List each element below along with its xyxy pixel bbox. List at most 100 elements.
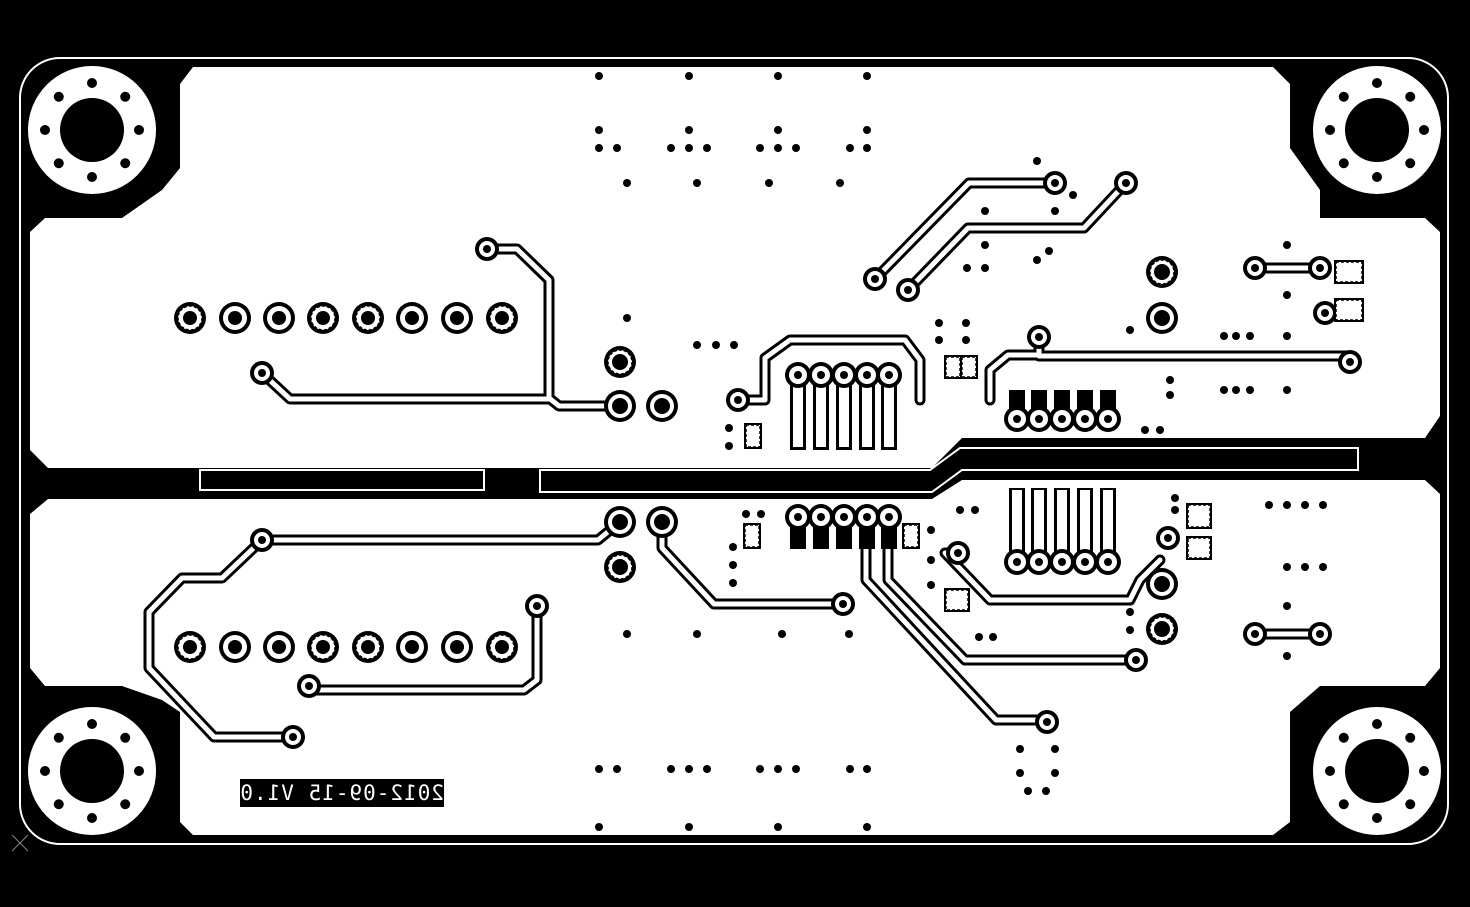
pad-hole (258, 536, 266, 544)
pad-hole (654, 398, 670, 414)
pad-hole (1058, 558, 1066, 566)
via (927, 556, 935, 564)
mounting-via (120, 158, 131, 169)
pad-hole (272, 640, 286, 654)
mounting-via (53, 799, 64, 810)
via (623, 179, 631, 187)
trace-copper (306, 603, 540, 693)
pad-hole (612, 559, 628, 575)
mounting-via (40, 766, 50, 776)
via (1126, 326, 1134, 334)
pad-hole (1154, 310, 1170, 326)
smd-pad (1057, 490, 1067, 560)
pad-hole (885, 371, 893, 379)
smd-pad (1187, 504, 1211, 528)
via (863, 823, 871, 831)
via (1171, 506, 1179, 514)
via (792, 765, 800, 773)
via (1042, 787, 1050, 795)
pad-hole (1104, 415, 1112, 423)
silkscreen-date-version: 2012-09-15 V1.0 (240, 779, 444, 807)
pad-hole (316, 311, 330, 325)
mounting-via (1405, 732, 1416, 743)
mounting-via (1372, 172, 1382, 182)
pad-hole (1035, 558, 1043, 566)
via (685, 765, 693, 773)
via (623, 630, 631, 638)
via (1246, 386, 1254, 394)
pad-hole (1316, 630, 1324, 638)
via (742, 510, 750, 518)
via (846, 144, 854, 152)
via (685, 126, 693, 134)
pad-hole (1122, 179, 1130, 187)
smd-pad (884, 383, 894, 447)
pad-hole (1035, 333, 1043, 341)
mounting-via (1405, 799, 1416, 810)
via (1283, 241, 1291, 249)
smd-pad (945, 356, 961, 378)
vias (595, 72, 1327, 831)
via (863, 144, 871, 152)
mounting-via (1372, 719, 1382, 729)
via (729, 543, 737, 551)
via (1319, 563, 1327, 571)
via (1051, 745, 1059, 753)
via (729, 561, 737, 569)
mounting-hole (60, 739, 124, 803)
trace-copper (872, 180, 1058, 282)
via (1126, 608, 1134, 616)
pad-hole (533, 602, 541, 610)
pad-hole (1154, 621, 1170, 637)
via (595, 126, 603, 134)
via (685, 144, 693, 152)
via (693, 630, 701, 638)
via (1156, 426, 1164, 434)
mounting-via (134, 125, 144, 135)
via (1283, 602, 1291, 610)
via (613, 144, 621, 152)
via (1016, 769, 1024, 777)
via (836, 179, 844, 187)
mounting-via (1325, 766, 1335, 776)
mounting-holes (28, 66, 1441, 835)
via (1283, 501, 1291, 509)
center-slot-right (539, 447, 1359, 493)
mounting-via (1338, 158, 1349, 169)
via (971, 506, 979, 514)
pad-hole (1035, 415, 1043, 423)
via (1232, 332, 1240, 340)
via (667, 144, 675, 152)
pad-hole (1081, 558, 1089, 566)
pad-hole (1316, 264, 1324, 272)
via (693, 179, 701, 187)
via (1220, 386, 1228, 394)
mounting-via (53, 158, 64, 169)
pad-hole (272, 311, 286, 325)
trace-copper (735, 337, 923, 403)
pad-hole (1081, 415, 1089, 423)
via (1283, 332, 1291, 340)
trace-copper (905, 180, 1129, 293)
mounting-via (120, 91, 131, 102)
via (757, 510, 765, 518)
mounting-via (1325, 125, 1335, 135)
pad-hole (612, 514, 628, 530)
via (1283, 291, 1291, 299)
pad-hole (734, 396, 742, 404)
smd-pad (1187, 537, 1211, 559)
smd-pad (744, 524, 760, 548)
pad-hole (904, 286, 912, 294)
pad-hole (495, 311, 509, 325)
via (1166, 376, 1174, 384)
mounting-via (40, 125, 50, 135)
pad-hole (885, 513, 893, 521)
via (981, 207, 989, 215)
mounting-via (53, 91, 64, 102)
trace-copper (484, 246, 623, 409)
via (765, 179, 773, 187)
via (845, 630, 853, 638)
pad-hole (183, 311, 197, 325)
via (595, 144, 603, 152)
